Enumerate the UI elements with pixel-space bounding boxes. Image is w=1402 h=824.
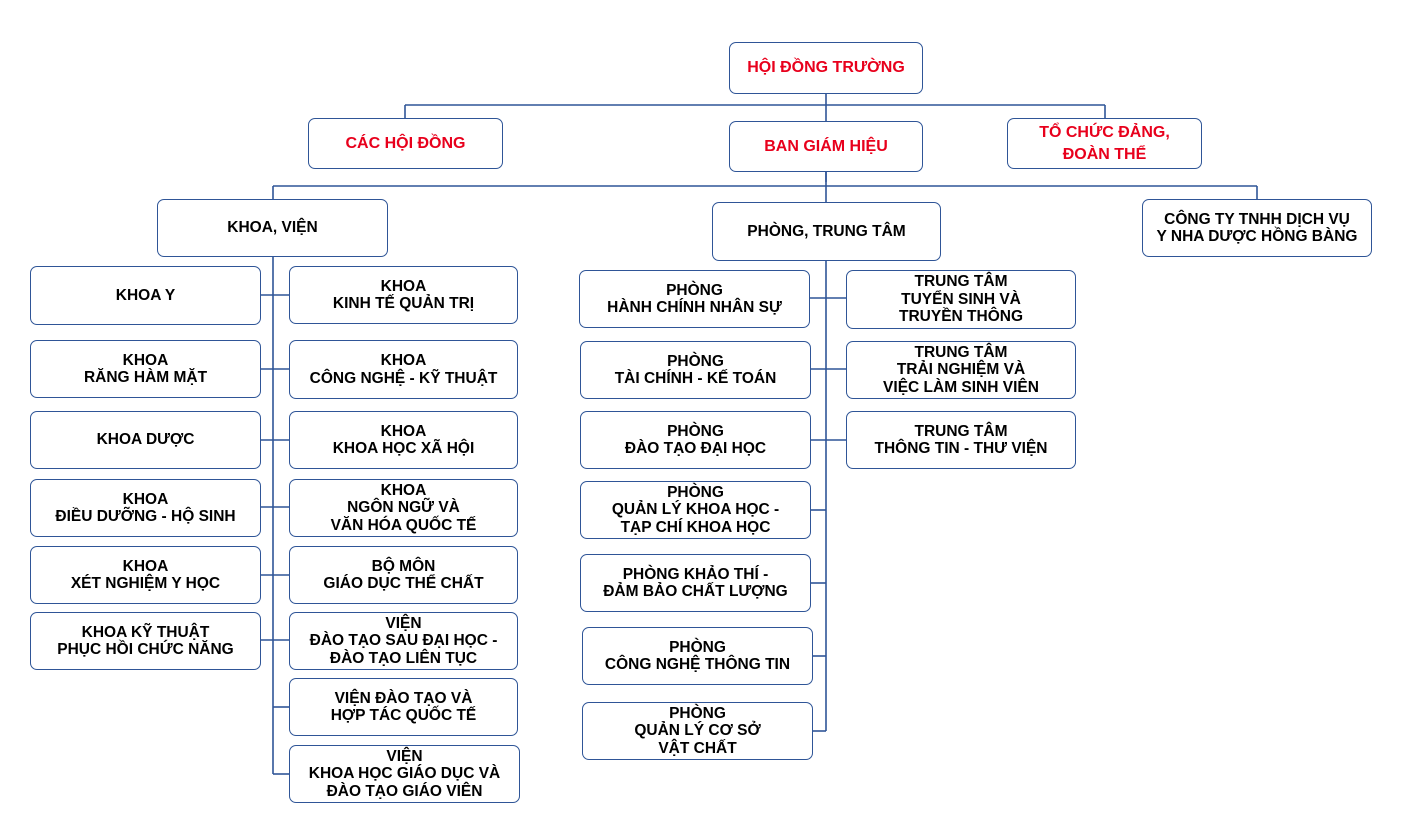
company-box: CÔNG TY TNHH DỊCH VỤ Y NHA DƯỢC HỒNG BÀN… xyxy=(1142,199,1372,257)
offices-header-box: PHÒNG, TRUNG TÂM xyxy=(712,202,941,261)
council-box: HỘI ĐỒNG TRƯỜNG xyxy=(729,42,923,94)
faculty-box: KHOA NGÔN NGỮ VÀ VĂN HÓA QUỐC TẾ xyxy=(289,479,518,537)
faculty-box: KHOA KHOA HỌC XÃ HỘI xyxy=(289,411,518,469)
faculty-box: KHOA XÉT NGHIỆM Y HỌC xyxy=(30,546,261,604)
faculty-box: BỘ MÔN GIÁO DỤC THỂ CHẤT xyxy=(289,546,518,604)
faculty-box: KHOA DƯỢC xyxy=(30,411,261,469)
center-box: TRUNG TÂM THÔNG TIN - THƯ VIỆN xyxy=(846,411,1076,469)
office-box: PHÒNG TÀI CHÍNH - KẾ TOÁN xyxy=(580,341,811,399)
office-box: PHÒNG KHẢO THÍ - ĐẢM BẢO CHẤT LƯỢNG xyxy=(580,554,811,612)
office-box: PHÒNG ĐÀO TẠO ĐẠI HỌC xyxy=(580,411,811,469)
faculty-box: KHOA ĐIỀU DƯỠNG - HỘ SINH xyxy=(30,479,261,537)
institute-box: VIỆN KHOA HỌC GIÁO DỤC VÀ ĐÀO TẠO GIÁO V… xyxy=(289,745,520,803)
councils-box: CÁC HỘI ĐỒNG xyxy=(308,118,503,169)
faculty-box: KHOA CÔNG NGHỆ - KỸ THUẬT xyxy=(289,340,518,399)
party-box: TỔ CHỨC ĐẢNG, ĐOÀN THỂ xyxy=(1007,118,1202,169)
office-box: PHÒNG QUẢN LÝ CƠ SỞ VẬT CHẤT xyxy=(582,702,813,760)
faculty-box: KHOA KINH TẾ QUẢN TRỊ xyxy=(289,266,518,324)
office-box: PHÒNG CÔNG NGHỆ THÔNG TIN xyxy=(582,627,813,685)
office-box: PHÒNG QUẢN LÝ KHOA HỌC - TẠP CHÍ KHOA HỌ… xyxy=(580,481,811,539)
center-box: TRUNG TÂM TUYỂN SINH VÀ TRUYỀN THÔNG xyxy=(846,270,1076,329)
faculty-box: KHOA Y xyxy=(30,266,261,325)
faculties-header-box: KHOA, VIỆN xyxy=(157,199,388,257)
faculty-box: KHOA RĂNG HÀM MẶT xyxy=(30,340,261,398)
institute-box: VIỆN ĐÀO TẠO SAU ĐẠI HỌC - ĐÀO TẠO LIÊN … xyxy=(289,612,518,670)
center-box: TRUNG TÂM TRẢI NGHIỆM VÀ VIỆC LÀM SINH V… xyxy=(846,341,1076,399)
institute-box: VIỆN ĐÀO TẠO VÀ HỢP TÁC QUỐC TẾ xyxy=(289,678,518,736)
board-box: BAN GIÁM HIỆU xyxy=(729,121,923,172)
office-box: PHÒNG HÀNH CHÍNH NHÂN SỰ xyxy=(579,270,810,328)
faculty-box: KHOA KỸ THUẬT PHỤC HỒI CHỨC NĂNG xyxy=(30,612,261,670)
